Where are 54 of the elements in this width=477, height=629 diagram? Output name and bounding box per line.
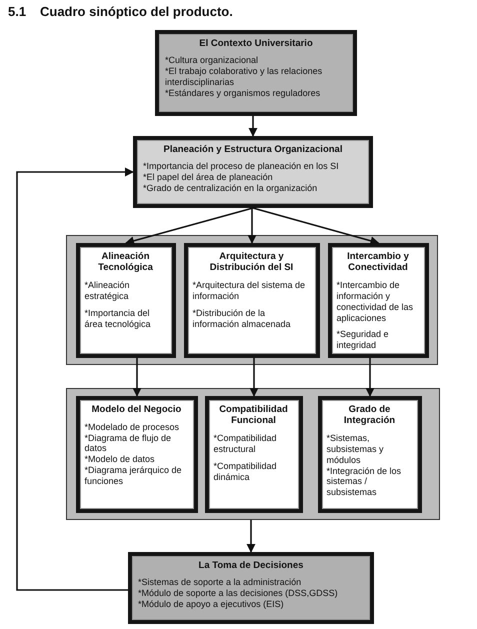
bullet-text: *Compatibilidad estructural xyxy=(214,433,278,455)
box-heading: Compatibilidad Funcional xyxy=(218,404,289,426)
box-heading: Modelo del Negocio xyxy=(90,404,182,415)
arrow xyxy=(250,358,258,397)
arrow xyxy=(248,208,256,244)
box-heading: Grado de Integración xyxy=(342,404,396,426)
bullet-text: *Estándares y organismos reguladores xyxy=(165,88,322,99)
bullet-text: *Módulo de soporte a las decisiones (DSS,GDSS) xyxy=(138,588,339,599)
bullet-text: *Diagrama de flujo de datos xyxy=(84,432,172,454)
panel-background xyxy=(66,235,438,365)
box-heading: Intercambio y Conectividad xyxy=(346,250,410,274)
bullet-text: *Diagrama jerárquico de funciones xyxy=(84,465,183,487)
box-heading: El Contexto Universitario xyxy=(198,38,314,50)
bullet-text: *El trabajo colaborativo y las relaciones interdisciplinarias xyxy=(165,66,324,88)
arrow xyxy=(248,116,258,137)
process-box xyxy=(128,552,374,624)
bullet-text: *Seguridad e integridad xyxy=(336,329,390,352)
concept-box xyxy=(318,396,422,512)
bullet-text: *Compatibilidad dinámica xyxy=(214,460,278,482)
bullet-text: *Importancia del proceso de planeación en los SI xyxy=(143,161,340,172)
process-box xyxy=(155,30,357,116)
bullet-text: *Sistemas de soporte a la administración xyxy=(138,577,302,588)
box-heading: Alineación Tecnológica xyxy=(97,250,154,274)
bullet-text: *Integración de los sistemas / subsistemas xyxy=(326,466,402,498)
bullet-text: *Arquitectura del sistema de información xyxy=(192,280,306,302)
box-heading: La Toma de Decisiones xyxy=(198,560,304,572)
bullet-text: *Cultura organizacional xyxy=(165,55,260,66)
bullet-text: *Modelo de datos xyxy=(84,454,156,466)
bullet-text: *Sistemas, subsistemas y módulos xyxy=(326,433,385,466)
box-heading: Planeación y Estructura Organizacional xyxy=(162,144,344,156)
bullet-text: *Módulo de apoyo a ejecutivos (EIS) xyxy=(138,598,285,610)
arrow xyxy=(246,520,256,553)
concept-box xyxy=(184,242,320,358)
bullet-text: *Modelado de procesos xyxy=(84,422,180,433)
arrow xyxy=(125,207,254,246)
section-number: 5.1 xyxy=(8,4,26,19)
arrow xyxy=(366,358,374,397)
process-box xyxy=(133,136,373,208)
title: Cuadro sinóptico del producto. xyxy=(40,4,233,19)
bullet-text: *Intercambio de información y conectividad de las aplicaciones xyxy=(336,280,414,324)
panel-background xyxy=(66,388,440,520)
arrow xyxy=(132,358,142,397)
bullet-text: *Importancia del área tecnológica xyxy=(84,308,152,330)
arrow xyxy=(16,168,134,591)
bullet-text: *Alineación estratégica xyxy=(84,280,131,302)
bullet-text: *Distribución de la información almacenada xyxy=(192,308,292,330)
bullet-text: *Grado de centralización en la organización xyxy=(143,182,318,194)
box-heading: Arquitectura y Distribución del SI xyxy=(208,250,294,274)
bullet-text: *El papel del área de planeación xyxy=(143,172,274,183)
concept-box xyxy=(76,396,198,512)
concept-box xyxy=(204,396,302,512)
arrow xyxy=(252,207,380,246)
concept-box xyxy=(76,242,176,358)
concept-box xyxy=(328,242,428,358)
